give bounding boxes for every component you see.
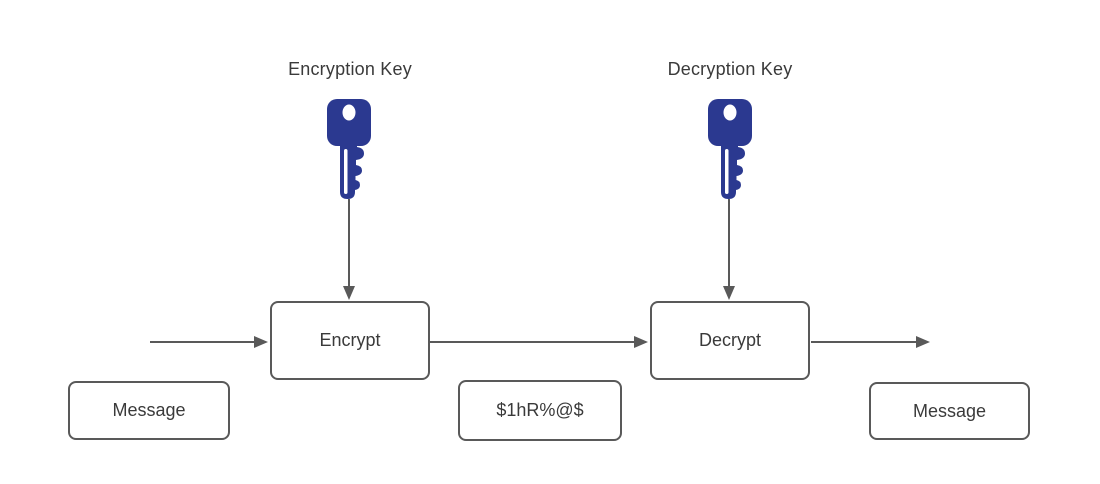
ciphertext-box: $1hR%@$ — [458, 380, 622, 441]
decrypt-box-label: Decrypt — [698, 330, 761, 350]
ciphertext-label: $1hR%@$ — [496, 400, 584, 420]
arrow-encrypt-to-decrypt — [430, 336, 648, 348]
input-message-box: Message — [68, 381, 230, 440]
decrypt-box: Decrypt — [650, 301, 810, 380]
arrow-line — [150, 341, 256, 343]
arrowhead-right-icon — [916, 336, 930, 348]
arrow-decryption-key-to-decrypt — [723, 199, 735, 300]
arrowhead-right-icon — [254, 336, 268, 348]
encrypt-box-label: Encrypt — [319, 330, 381, 350]
decryption-key-label: Decryption Key — [667, 59, 793, 79]
arrow-line — [430, 341, 636, 343]
arrow-encryption-key-to-encrypt — [343, 199, 355, 300]
arrow-message-to-encrypt — [150, 336, 268, 348]
arrow-decrypt-to-message — [811, 336, 930, 348]
decryption-key-icon — [707, 99, 753, 201]
input-message-label: Message — [112, 400, 186, 420]
arrow-line — [348, 199, 350, 288]
output-message-label: Message — [912, 400, 987, 421]
encryption-key-icon — [326, 99, 372, 201]
output-message-box: Message — [869, 382, 1030, 440]
arrow-line — [811, 341, 918, 343]
encryption-key-label: Encryption Key — [288, 59, 412, 79]
arrow-line — [728, 199, 730, 288]
arrowhead-down-icon — [343, 286, 355, 300]
arrowhead-down-icon — [723, 286, 735, 300]
arrowhead-right-icon — [634, 336, 648, 348]
encrypt-box: Encrypt — [270, 301, 430, 380]
